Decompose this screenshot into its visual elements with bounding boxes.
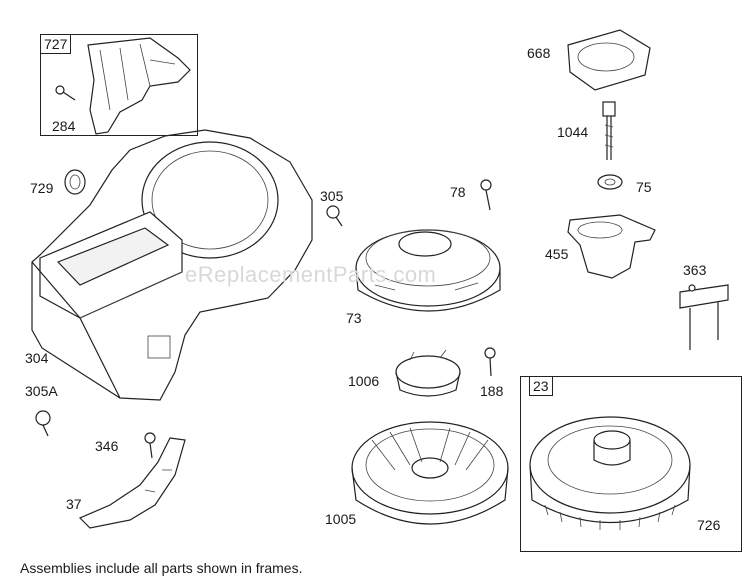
label-23: 23	[529, 376, 553, 396]
screw-part-188	[484, 347, 496, 377]
assembly-frame-727	[40, 34, 198, 136]
label-305A: 305A	[25, 383, 58, 399]
label-726: 726	[697, 517, 721, 533]
screw-part-305	[326, 205, 343, 227]
label-78: 78	[450, 184, 466, 200]
terminal-part-363	[679, 284, 729, 350]
screw-part-346	[144, 432, 156, 459]
label-668: 668	[527, 45, 551, 61]
label-727: 727	[40, 34, 72, 54]
label-37: 37	[66, 496, 82, 512]
assemblies-caption: Assemblies include all parts shown in fr…	[20, 560, 303, 576]
label-75: 75	[636, 179, 652, 195]
grommet-part-729	[64, 169, 86, 195]
assembly-frame-23	[520, 376, 742, 552]
stud-part-1044	[602, 101, 616, 160]
label-1005: 1005	[325, 511, 357, 527]
screw-part-305A	[35, 410, 51, 437]
baffle-part-37	[78, 437, 186, 529]
label-305: 305	[320, 188, 344, 204]
label-73: 73	[346, 310, 362, 326]
label-346: 346	[95, 438, 119, 454]
screw-part-78	[480, 179, 492, 211]
label-363: 363	[683, 262, 707, 278]
flywheel-part-23	[529, 416, 691, 530]
watermark: eReplacementParts.com	[185, 262, 437, 287]
air-guide-part-727	[87, 37, 191, 135]
label-455: 455	[545, 246, 569, 262]
starter-cup-part-1006	[395, 349, 461, 397]
label-1044: 1044	[557, 124, 589, 140]
blower-housing-part-304	[31, 129, 313, 401]
flywheel-fan-part-1005	[351, 421, 509, 525]
label-729: 729	[30, 180, 54, 196]
rotating-screen-part-73	[355, 229, 501, 312]
cover-plate-part-668	[567, 29, 651, 91]
bracket-part-455	[567, 214, 656, 279]
washer-part-75	[597, 174, 623, 190]
label-188: 188	[480, 383, 504, 399]
label-1006: 1006	[348, 373, 380, 389]
label-304: 304	[25, 350, 49, 366]
screw-part-284	[55, 85, 76, 101]
label-284: 284	[52, 118, 76, 134]
